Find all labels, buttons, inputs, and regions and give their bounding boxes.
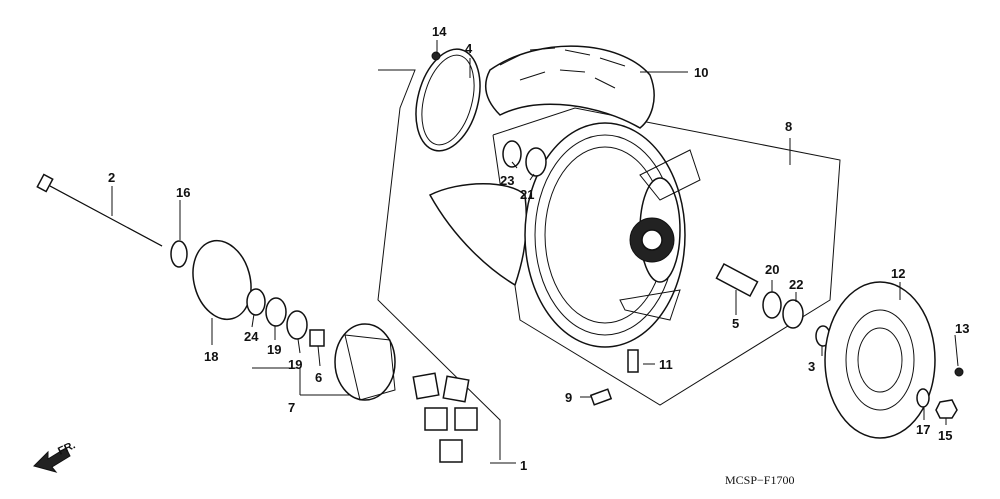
callout-18: 18 [204,349,218,364]
callout-2: 2 [108,170,115,185]
callout-19-b: 19 [288,357,302,372]
callout-24: 24 [244,329,259,344]
circlip-18 [192,239,252,321]
boundary-hub [377,69,501,460]
callout-16: 16 [176,185,190,200]
callout-10: 10 [694,65,708,80]
damper-rubbers [412,372,478,463]
collar-6 [309,329,325,347]
bearing-20 [762,291,782,319]
callout-21: 21 [520,187,534,202]
fr-direction-arrow [33,447,71,473]
seal-23 [502,140,522,168]
callout-3: 3 [808,359,815,374]
callout-12: 12 [891,266,905,281]
distance-collar-5 [715,263,759,297]
callout-15: 15 [938,428,952,443]
callout-7: 7 [288,400,295,415]
bearing-19a [265,297,287,327]
callout-20: 20 [765,262,779,277]
callout-6: 6 [315,370,322,385]
seal-24 [246,288,266,316]
bolt-13 [954,367,964,377]
callout-9: 9 [565,390,572,405]
washer-17 [916,388,930,408]
pulser-ring [415,48,481,152]
boundary-wheel [492,107,841,406]
figure-code: MCSP−F1700 [725,473,794,487]
callout-11: 11 [659,357,673,372]
bearing-21 [525,147,547,177]
callout-22: 22 [789,277,803,292]
brake-disc [824,281,936,439]
driven-flange [334,323,396,401]
callout-14: 14 [432,24,447,39]
wheel-rim [524,122,701,348]
callout-5: 5 [732,316,739,331]
fr-label: FR. [56,439,77,457]
callout-23: 23 [500,173,514,188]
callout-4: 4 [465,41,473,56]
bolt-14 [431,51,441,61]
bearing-19b [286,310,308,340]
leader-lines [111,40,959,464]
callout-13: 13 [955,321,969,336]
seal-22 [782,299,804,329]
weight-9 [589,388,613,406]
callout-17: 17 [916,422,930,437]
callout-8: 8 [785,119,792,134]
callout-19-a: 19 [267,342,281,357]
tire [428,45,655,287]
callout-1: 1 [520,458,527,473]
valve-11 [627,349,639,373]
axle [36,173,163,247]
nut-15 [935,399,958,419]
washer-16 [170,240,188,268]
